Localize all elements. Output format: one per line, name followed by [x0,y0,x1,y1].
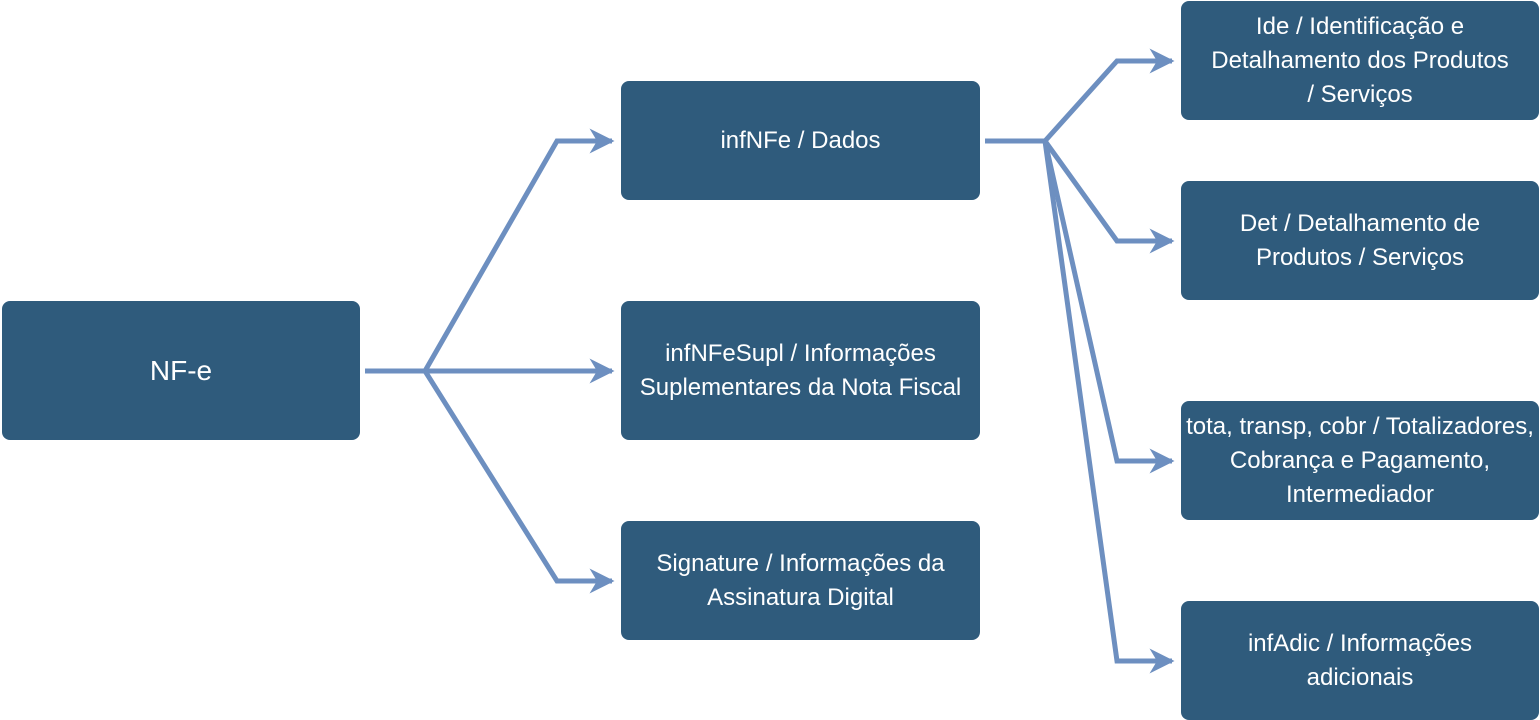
node-signature: Signature / Informações da Assinatura Di… [621,521,980,640]
arrow-to-infnfe [422,128,615,373]
node-infnfesupl: infNFeSupl / Informações Suplementares d… [621,301,980,440]
arrow-to-ide [1043,48,1175,143]
node-nfe: NF-e [2,301,360,440]
arrow-to-det [1042,139,1175,254]
node-ide: Ide / Identificação e Detalhamento dos P… [1181,1,1539,120]
node-det: Det / Detalhamento de Produtos / Serviço… [1181,181,1539,300]
node-infnfe: infNFe / Dados [621,81,980,200]
node-infadic: infAdic / Informações adicionais [1181,601,1539,720]
arrow-to-signature [422,369,615,594]
arrow-to-infadic [1042,140,1175,674]
arrow-to-total [1042,140,1175,474]
node-totalizadores: tota, transp, cobr / Totalizadores, Cobr… [1181,401,1539,520]
